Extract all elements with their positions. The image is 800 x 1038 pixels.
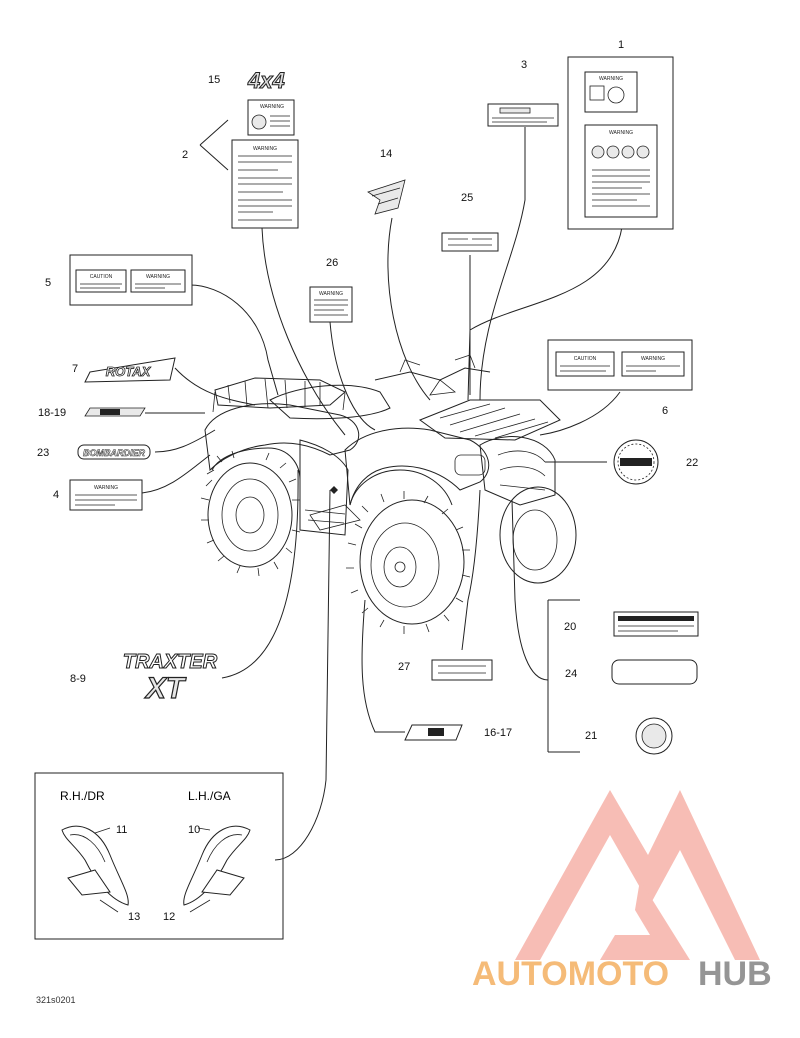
- callout-3: 3: [521, 59, 527, 71]
- watermark-text-automoto: AUTOMOTO: [472, 955, 669, 993]
- callout-8-9: 8-9: [70, 673, 86, 685]
- callout-21: 21: [585, 730, 597, 742]
- callout-26: 26: [326, 257, 338, 269]
- decal-22-medallion: [613, 439, 659, 485]
- callout-27: 27: [398, 661, 410, 673]
- decal-4-warning: WARNING: [69, 479, 143, 511]
- svg-text:WARNING: WARNING: [609, 130, 633, 136]
- callout-16-17: 16-17: [484, 727, 512, 739]
- svg-text:WARNING: WARNING: [146, 274, 170, 280]
- drawing-code: 321s0201: [36, 995, 76, 1005]
- callout-14: 14: [380, 148, 392, 160]
- decal-21-medallion: [635, 717, 673, 755]
- decal-6-caution-warning: CAUTION WARNING: [547, 339, 693, 391]
- callout-10: 10: [188, 824, 200, 836]
- callout-24: 24: [565, 668, 577, 680]
- svg-text:WARNING: WARNING: [260, 104, 284, 110]
- leader-lines: [141, 119, 623, 861]
- callout-6: 6: [662, 405, 668, 417]
- decal-7-rotax: ROTAX: [84, 357, 176, 383]
- callout-numbers: 1 2 3 4 5 6 7 8-9 10 11 12 13 14 15 16-1…: [37, 39, 698, 923]
- svg-text:4x4: 4x4: [247, 68, 285, 93]
- callout-25: 25: [461, 192, 473, 204]
- atv-drawing: [200, 354, 577, 634]
- decal-16-17-stripe: [404, 724, 463, 741]
- svg-text:WARNING: WARNING: [599, 76, 623, 82]
- decal-27-label: [431, 659, 493, 681]
- decal-18-19-stripe: [84, 407, 146, 417]
- svg-text:ROTAX: ROTAX: [106, 364, 152, 379]
- decal-2-warning-labels: WARNING WARNING: [231, 99, 299, 229]
- callout-23: 23: [37, 447, 49, 459]
- inset-fender-decals: R.H./DR L.H./GA: [34, 772, 284, 940]
- svg-text:WARNING: WARNING: [641, 356, 665, 362]
- decal-5-caution-warning: CAUTION WARNING: [69, 254, 193, 306]
- decal-25-warning: [441, 232, 499, 252]
- svg-text:BOMBARDIER: BOMBARDIER: [83, 448, 145, 458]
- callout-5: 5: [45, 277, 51, 289]
- svg-text:XT: XT: [144, 672, 187, 705]
- callout-11: 11: [116, 824, 127, 836]
- callout-12: 12: [163, 911, 175, 923]
- callout-20: 20: [564, 621, 576, 633]
- callout-22: 22: [686, 457, 698, 469]
- lh-label: L.H./GA: [188, 789, 231, 803]
- decal-1-warning-panel: WARNING WARNING: [567, 56, 674, 230]
- svg-text:WARNING: WARNING: [253, 146, 277, 152]
- decal-23-bombardier: BOMBARDIER: [77, 444, 151, 460]
- svg-text:CAUTION: CAUTION: [90, 274, 113, 280]
- automotohub-watermark: AUTOMOTO HUB: [472, 790, 772, 993]
- svg-text:WARNING: WARNING: [319, 291, 343, 297]
- decal-8-9-traxter-xt: TRAXTER XT: [122, 651, 218, 706]
- decal-26-warning: WARNING: [309, 286, 353, 323]
- decal-3-warning-strip: [487, 103, 559, 127]
- watermark-text-hub: HUB: [698, 955, 772, 993]
- callout-1: 1: [618, 39, 624, 51]
- svg-text:CAUTION: CAUTION: [574, 356, 597, 362]
- callout-2: 2: [182, 149, 188, 161]
- svg-text:TRAXTER: TRAXTER: [123, 651, 218, 673]
- callout-18-19: 18-19: [38, 407, 66, 419]
- callout-15: 15: [208, 74, 220, 86]
- decal-20-label: [613, 611, 699, 637]
- watermark-logo-icon: [515, 790, 760, 960]
- callout-7: 7: [72, 363, 78, 375]
- decal-15-4x4: 4x4: [247, 68, 286, 94]
- decal-14-traxter-xt: [367, 179, 406, 215]
- callout-13: 13: [128, 911, 140, 923]
- callout-4: 4: [53, 489, 59, 501]
- rh-label: R.H./DR: [60, 789, 105, 803]
- svg-text:WARNING: WARNING: [94, 485, 118, 491]
- decal-24-blank: [611, 659, 698, 685]
